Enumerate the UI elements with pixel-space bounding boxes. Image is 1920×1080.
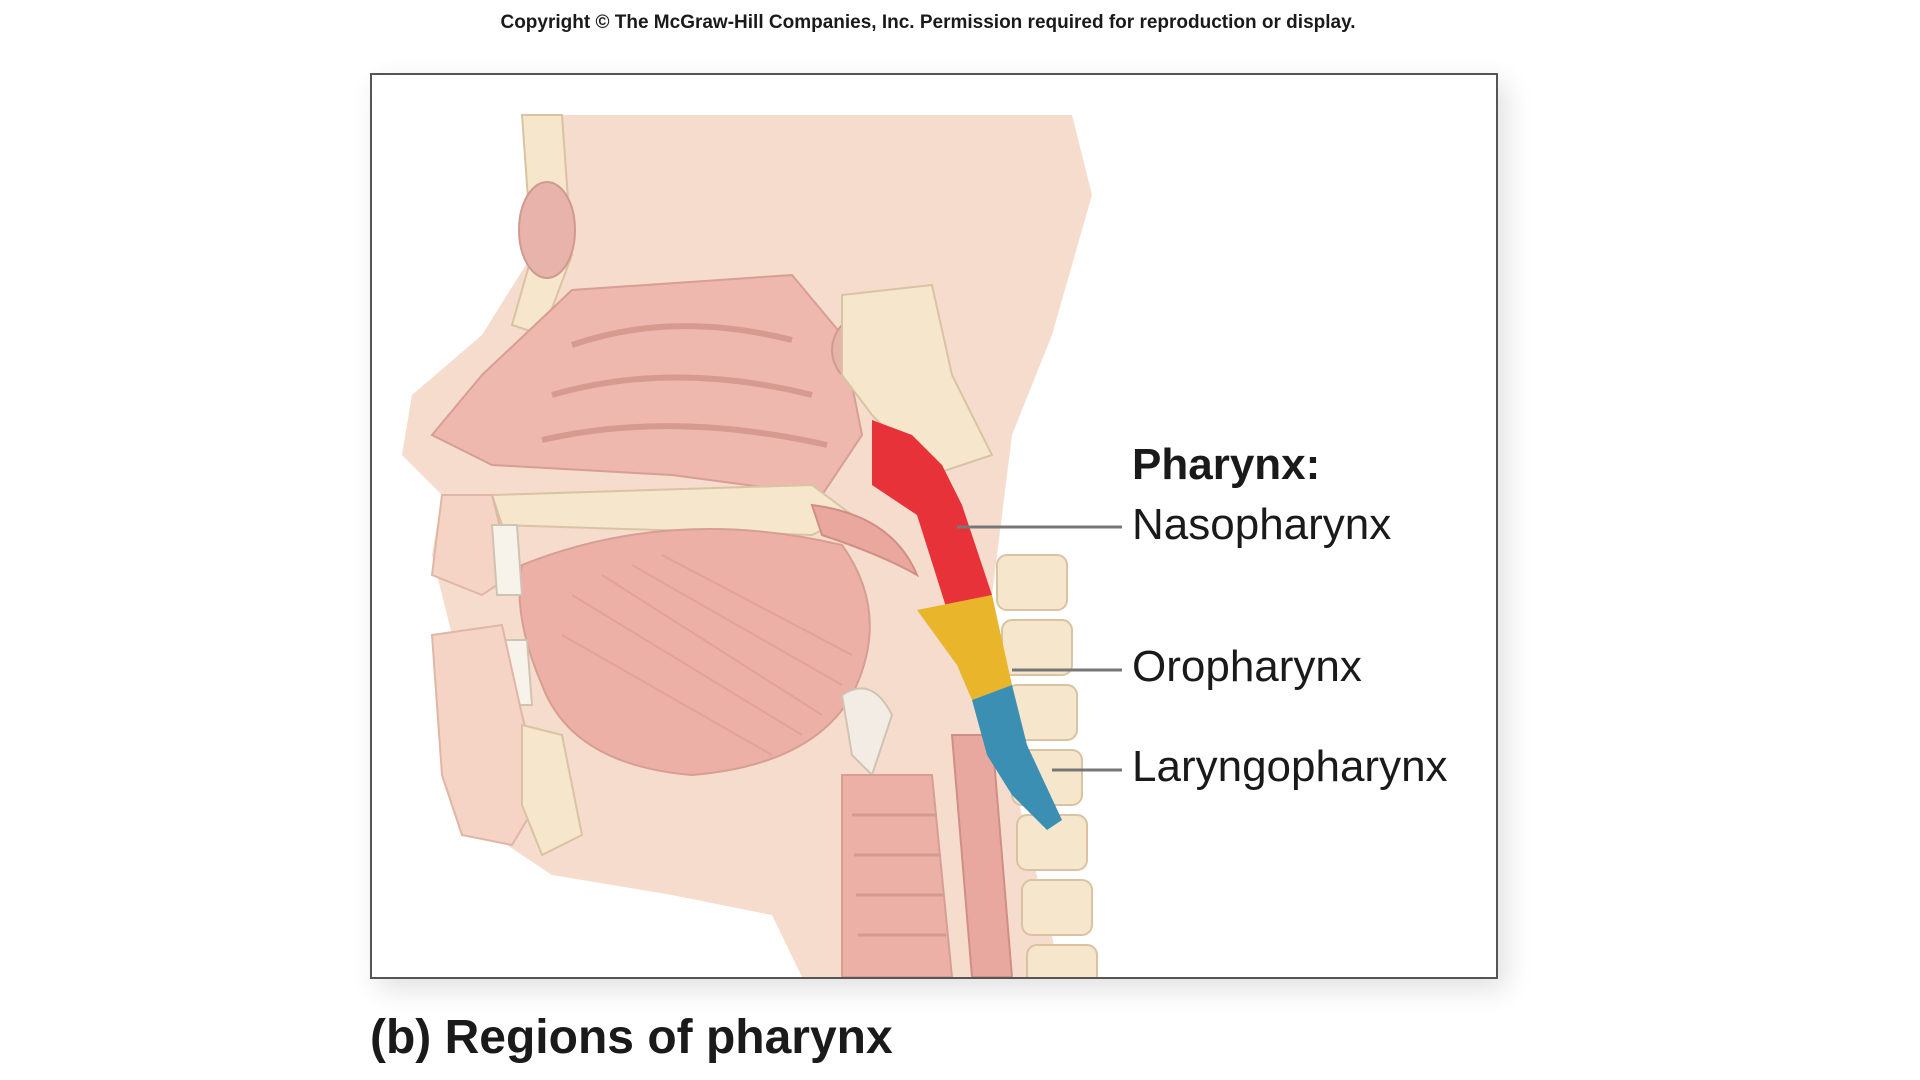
upper-teeth <box>490 524 524 596</box>
oropharynx-region <box>917 595 1012 700</box>
frontal-sinus <box>518 181 576 279</box>
nasopharynx-region <box>872 420 992 610</box>
mandible <box>521 723 584 857</box>
tongue-muscle-fibers <box>561 554 853 756</box>
esophagus <box>950 734 1014 977</box>
nasal-cavity <box>430 273 864 497</box>
figure-caption: (b) Regions of pharynx <box>370 1011 893 1064</box>
label-laryngopharynx: Laryngopharynx <box>1132 742 1448 791</box>
tongue <box>518 528 871 777</box>
head-sagittal-section-illustration <box>402 114 1122 977</box>
soft-palate <box>810 503 920 578</box>
vertebra <box>996 554 1068 611</box>
larynx-rings <box>852 813 946 937</box>
laryngopharynx-region <box>972 685 1062 830</box>
epiglottis <box>840 687 894 777</box>
vertebra <box>1021 879 1093 936</box>
nasal-concha-superior <box>571 323 793 348</box>
label-nasopharynx: Nasopharynx <box>1132 500 1392 549</box>
nasal-concha-middle <box>551 374 813 398</box>
anatomy-figure-frame: Pharynx: Nasopharynx Oropharynx Laryngop… <box>370 73 1498 979</box>
larynx-trachea <box>841 774 954 977</box>
vertebra <box>1001 619 1073 676</box>
copyright-notice: Copyright © The McGraw-Hill Companies, I… <box>500 12 1356 33</box>
vertebra <box>1026 944 1098 977</box>
label-oropharynx: Oropharynx <box>1132 642 1362 691</box>
pharynx-heading: Pharynx: <box>1132 440 1321 489</box>
nasal-concha-inferior <box>541 423 828 448</box>
skull-base-bone <box>841 283 994 477</box>
